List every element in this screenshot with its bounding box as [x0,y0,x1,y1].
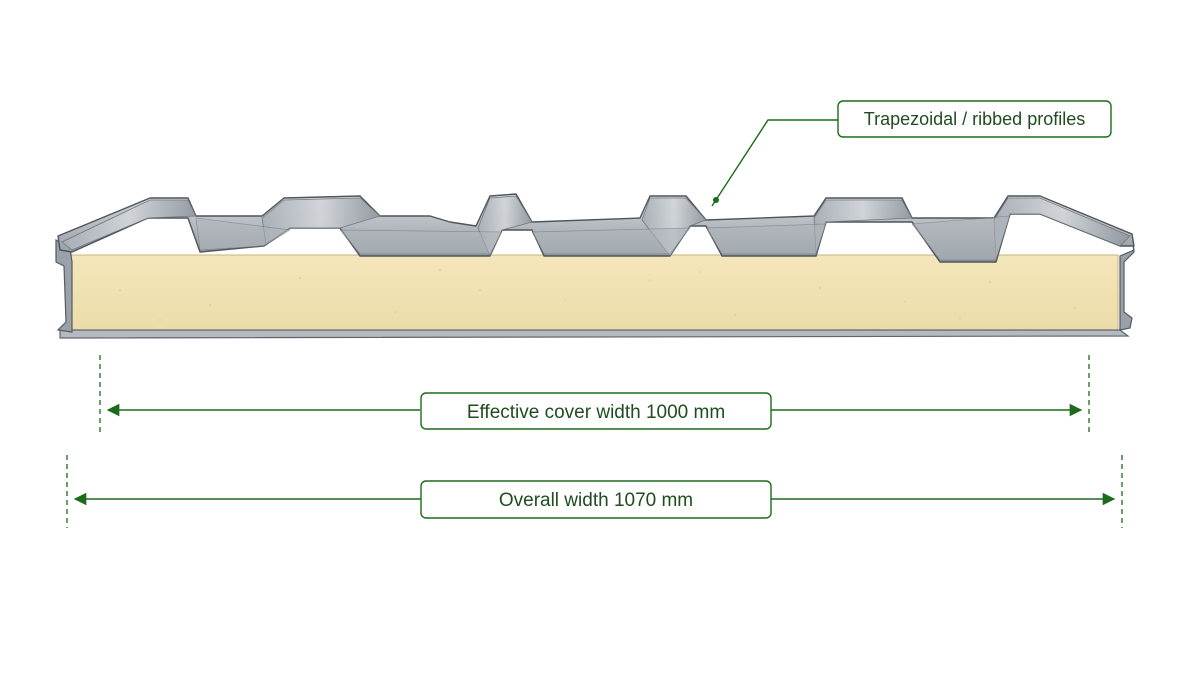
foam-core [69,254,1119,333]
callout-leader [711,119,838,207]
callout-label-box: Trapezoidal / ribbed profiles [837,100,1112,138]
overall-width-dimension: Overall width 1070 mm [66,455,1123,528]
callout-label: Trapezoidal / ribbed profiles [864,109,1085,129]
cover-width-label: Effective cover width 1000 mm [467,402,725,423]
pan-floors [195,215,1011,261]
callout-anchor-dot [713,197,719,203]
rib-highlights [61,195,1131,261]
right-edge-joint [1119,237,1135,331]
overall-width-label: Overall width 1070 mm [499,490,693,511]
left-edge-joint [55,238,73,333]
bottom-steel-facing [59,329,1130,339]
cover-width-dimension: Effective cover width 1000 mm [99,355,1090,432]
foam-texture [118,268,1077,321]
